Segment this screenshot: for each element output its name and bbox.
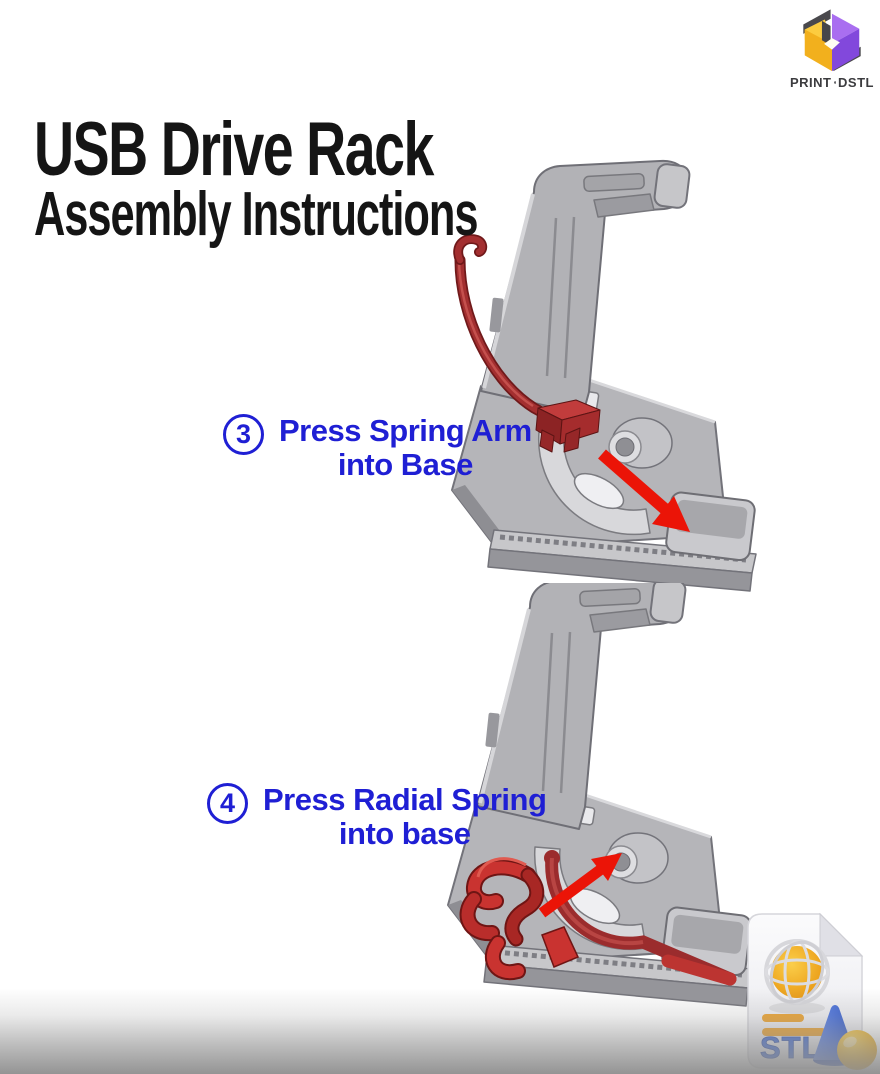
installed-spring-arm xyxy=(544,850,737,986)
step4-diagram xyxy=(400,583,800,1048)
brand-text-dstl: DSTL xyxy=(838,75,874,90)
press-arrow-icon xyxy=(538,853,622,918)
sphere-shape xyxy=(837,1030,877,1070)
step4-label: 4 Press Radial Spring into base xyxy=(207,782,547,851)
press-arrow-icon xyxy=(598,449,690,532)
stl-file-icon: STL xyxy=(747,912,877,1070)
step3-text: Press Spring Arm into Base xyxy=(279,413,532,482)
step3-diagram xyxy=(430,158,775,593)
isometric-cube-icon xyxy=(803,9,861,72)
stl-label: STL xyxy=(760,1030,822,1065)
page-fold-corner xyxy=(819,912,864,957)
radial-spring-part xyxy=(459,857,580,981)
step3-number-badge: 3 xyxy=(223,414,264,455)
step4-number-badge: 4 xyxy=(207,783,248,824)
step4-text: Press Radial Spring into base xyxy=(263,782,547,851)
printdstl-logo: PRINT DSTL xyxy=(790,8,874,90)
tiny-cube-icon xyxy=(833,81,837,84)
page-subtitle: Assembly Instructions xyxy=(34,180,478,249)
page-title: USB Drive Rack xyxy=(34,107,434,192)
step3-label: 3 Press Spring Arm into Base xyxy=(223,414,532,482)
brand-text-print: PRINT xyxy=(790,75,832,90)
spring-arm-part xyxy=(453,234,601,453)
